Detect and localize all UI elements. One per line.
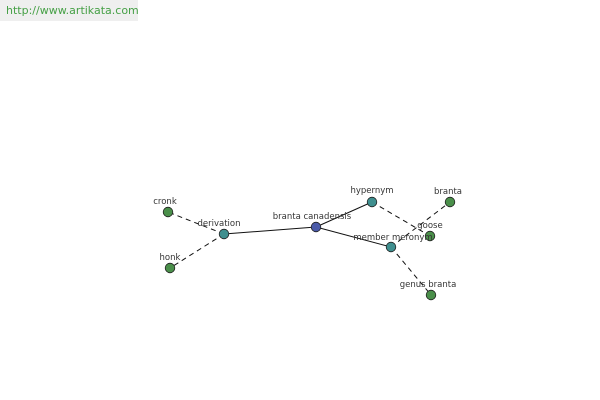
edge-member-meronym-branta xyxy=(390,201,451,248)
node-center[interactable] xyxy=(310,221,322,233)
label-member-meronym[interactable]: member meronym xyxy=(353,233,432,243)
label-goose[interactable]: goose xyxy=(417,221,442,231)
node-honk[interactable] xyxy=(164,262,176,274)
site-url-link[interactable]: http://www.artikata.com xyxy=(6,4,139,17)
edge-center-derivation xyxy=(223,226,317,235)
label-honk[interactable]: honk xyxy=(160,253,181,263)
label-center[interactable]: branta canadensis xyxy=(273,212,352,222)
url-bar: http://www.artikata.com xyxy=(0,0,139,21)
label-cronk[interactable]: cronk xyxy=(153,197,177,207)
label-branta[interactable]: branta xyxy=(434,187,462,197)
edge-member-meronym-genus-branta xyxy=(390,246,432,296)
edge-hypernym-goose xyxy=(371,201,431,237)
edge-center-hypernym xyxy=(315,201,373,228)
edge-derivation-honk xyxy=(169,233,225,269)
edge-center-member-meronym xyxy=(315,226,392,248)
node-hypernym[interactable] xyxy=(366,196,378,208)
label-derivation[interactable]: derivation xyxy=(197,219,240,229)
label-genus-branta[interactable]: genus branta xyxy=(400,280,457,290)
node-goose[interactable] xyxy=(424,230,436,242)
node-member-meronym[interactable] xyxy=(385,241,397,253)
node-branta[interactable] xyxy=(444,196,456,208)
label-hypernym[interactable]: hypernym xyxy=(350,186,393,196)
node-genus-branta[interactable] xyxy=(425,289,437,301)
node-cronk[interactable] xyxy=(162,206,174,218)
node-derivation[interactable] xyxy=(218,228,230,240)
edge-derivation-cronk xyxy=(167,211,225,235)
